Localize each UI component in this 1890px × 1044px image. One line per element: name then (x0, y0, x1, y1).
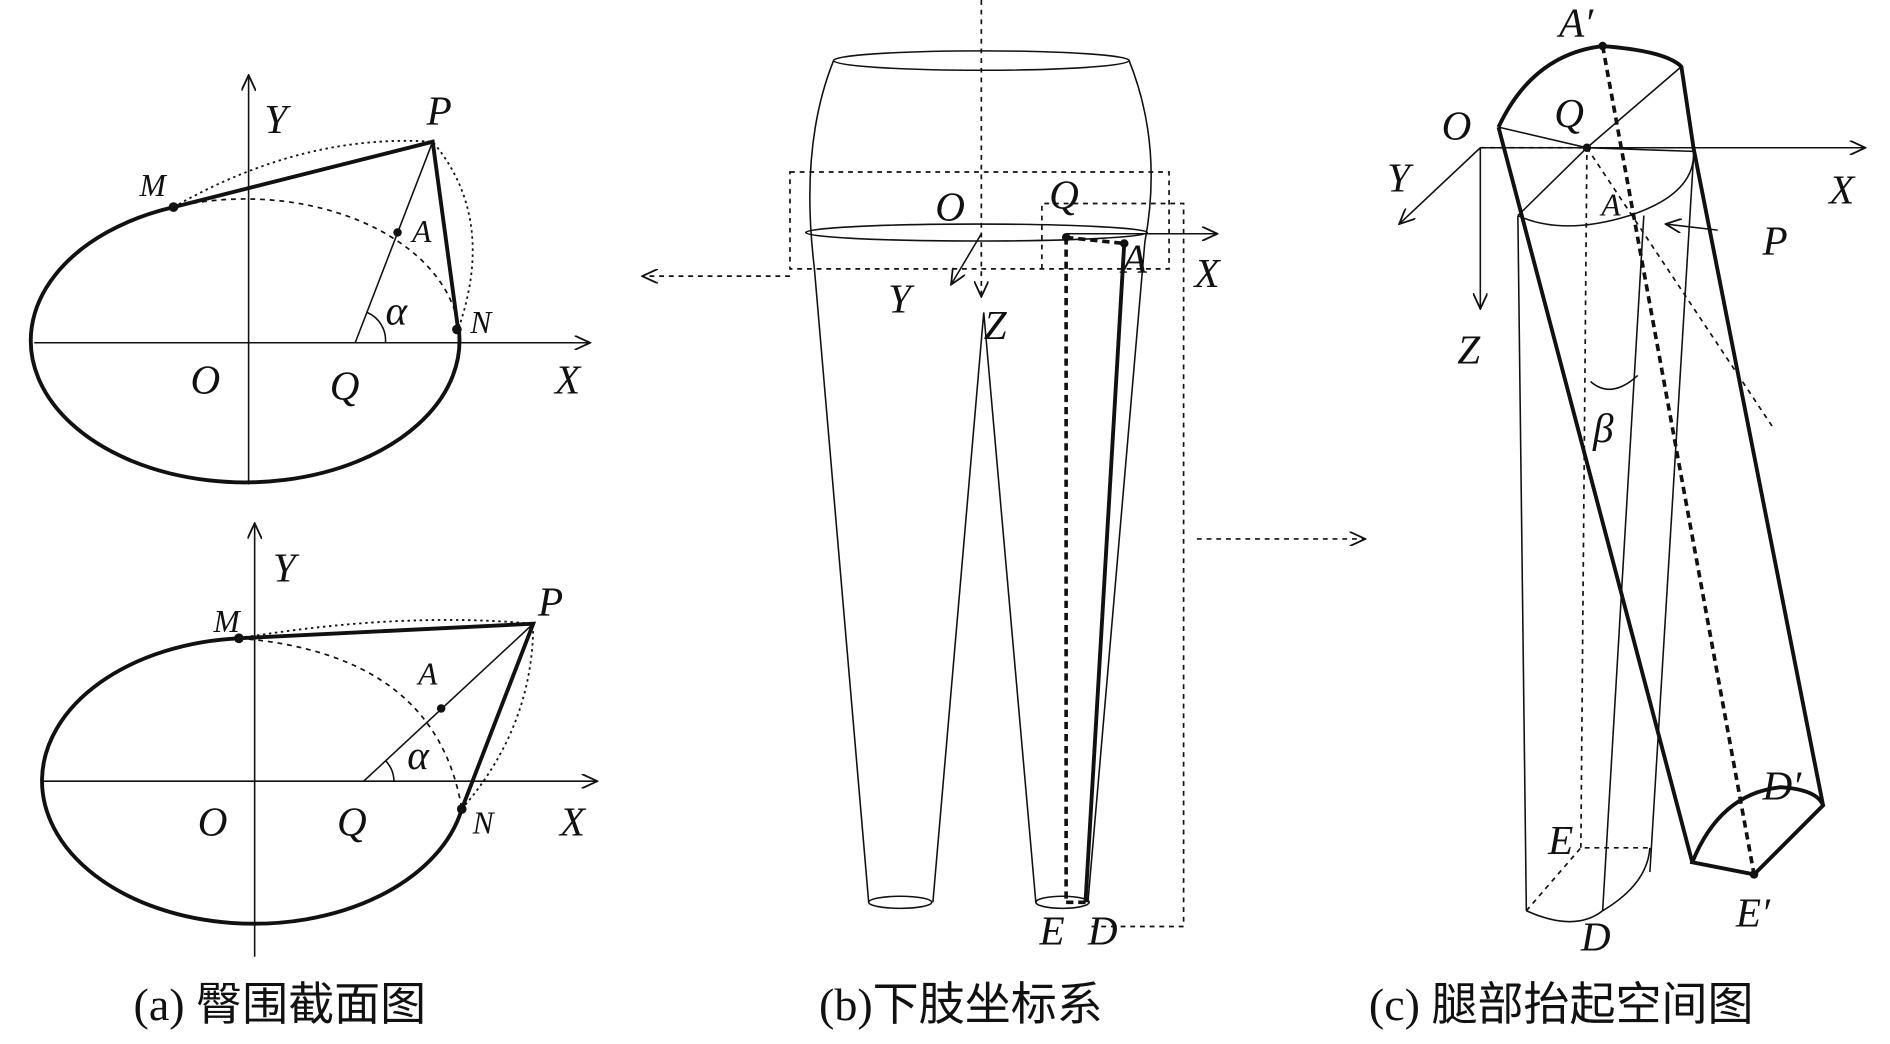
label-O: O (1442, 102, 1472, 148)
panel-a-top-section: Y P M A α N O Q X (28, 75, 590, 485)
label-P: P (1762, 217, 1788, 263)
label-Q: Q (330, 363, 360, 409)
inner-legs (932, 312, 1037, 903)
hip-ellipse-solid (40, 636, 464, 926)
label-A: A (410, 214, 432, 249)
label-X: X (1827, 166, 1856, 212)
label-Y: Y (1387, 154, 1414, 200)
panel-b-lower-limb: O Q A X Y Z E D (642, 0, 1365, 954)
label-P: P (426, 88, 452, 134)
label-E: E (1547, 817, 1573, 863)
label-Y: Y (888, 275, 915, 321)
label-alpha: α (407, 732, 430, 778)
label-E-prime: E′ (1735, 890, 1771, 936)
label-O: O (190, 357, 220, 403)
label-O: O (935, 183, 965, 229)
hip-ellipse-dashed (238, 637, 463, 810)
label-A-prime: A′ (1556, 0, 1594, 45)
label-A: A (416, 656, 438, 691)
label-Y: Y (264, 96, 291, 142)
alpha-arc (366, 311, 387, 343)
label-D-prime: D′ (1762, 762, 1803, 808)
label-alpha: α (385, 288, 408, 334)
label-beta: β (1592, 405, 1614, 451)
alpha-arc (384, 760, 395, 782)
line-QP (354, 141, 434, 344)
label-E: E (1038, 908, 1064, 954)
dotted-curve (238, 619, 535, 810)
label-Q: Q (337, 799, 367, 845)
label-N: N (469, 305, 493, 340)
label-M: M (139, 168, 168, 203)
label-Q: Q (1049, 171, 1079, 217)
right-leg-outer (1087, 60, 1152, 903)
left-leg-outer (809, 60, 870, 903)
hip-ellipse-solid (28, 205, 462, 485)
label-X: X (1192, 250, 1221, 296)
label-O: O (198, 799, 228, 845)
label-X: X (558, 799, 587, 845)
label-D: D (1580, 914, 1611, 960)
label-A: A (1119, 236, 1148, 282)
label-Z: Z (1457, 326, 1481, 372)
caption-b: (b)下肢坐标系 (819, 979, 1103, 1030)
label-A: A (1599, 188, 1621, 223)
label-X: X (553, 357, 582, 403)
label-M: M (212, 604, 241, 639)
caption-a: (a) 臀围截面图 (134, 979, 427, 1030)
label-Q: Q (1554, 90, 1584, 136)
label-Y: Y (273, 544, 300, 590)
hip-ellipse-dashed (173, 198, 459, 325)
label-Z: Z (984, 302, 1008, 348)
label-D: D (1087, 908, 1118, 954)
label-N: N (472, 805, 496, 840)
panel-a-bottom-section: Y P M A α N O Q X (40, 523, 597, 957)
caption-c: (c) 腿部抬起空间图 (1369, 979, 1754, 1030)
label-P: P (537, 578, 563, 624)
panel-c-leg-raise: A′ Q O Y X A P Z β D′ E E′ D (1387, 0, 1865, 960)
